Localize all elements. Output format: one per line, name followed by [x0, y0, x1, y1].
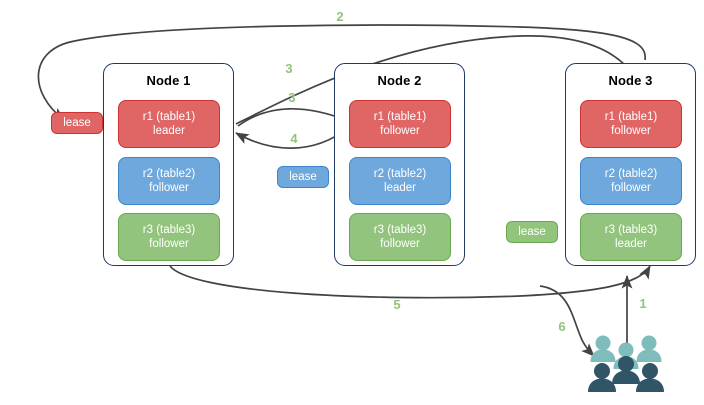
- replica-role: follower: [149, 182, 189, 194]
- arrow-step-3-to-node2: [237, 107, 349, 127]
- arrow-step-5: [169, 265, 651, 299]
- node-2-replica-r1[interactable]: r1 (table1) follower: [349, 100, 451, 148]
- replica-name: r1 (table1): [373, 110, 427, 123]
- replica-role: follower: [380, 238, 420, 250]
- replica-role: follower: [380, 125, 420, 137]
- replica-name: r3 (table3): [142, 223, 196, 236]
- node-2-title: Node 2: [377, 73, 422, 88]
- lease-badge-r1[interactable]: lease: [51, 112, 103, 134]
- lease-badge-r2[interactable]: lease: [277, 166, 329, 188]
- node-3-replica-r1[interactable]: r1 (table1) follower: [580, 100, 682, 148]
- replica-role: leader: [153, 125, 185, 137]
- replica-name: r2 (table2): [604, 167, 658, 180]
- node-1-replica-r3[interactable]: r3 (table3) follower: [118, 213, 220, 261]
- node-1: Node 1 r1 (table1) leader r2 (table2) fo…: [103, 63, 234, 266]
- replica-role: leader: [384, 182, 416, 194]
- node-1-replica-r1[interactable]: r1 (table1) leader: [118, 100, 220, 148]
- node-3-title: Node 3: [608, 73, 653, 88]
- step-label-4: 4: [290, 131, 298, 146]
- replica-name: r3 (table3): [373, 223, 427, 236]
- replica-name: r2 (table2): [142, 167, 196, 180]
- step-label-3-lower: 3: [288, 90, 296, 105]
- node-2: Node 2 r1 (table1) follower r2 (table2) …: [334, 63, 465, 266]
- step-label-5: 5: [393, 297, 401, 312]
- node-2-replica-r2[interactable]: r2 (table2) leader: [349, 157, 451, 205]
- replica-role: follower: [611, 182, 651, 194]
- replica-role: follower: [611, 125, 651, 137]
- step-label-6: 6: [558, 319, 566, 334]
- node-1-title: Node 1: [146, 73, 191, 88]
- replica-name: r3 (table3): [604, 223, 658, 236]
- replica-name: r2 (table2): [373, 167, 427, 180]
- node-3-replica-r3[interactable]: r3 (table3) leader: [580, 213, 682, 261]
- replica-name: r1 (table1): [142, 110, 196, 123]
- replica-role: leader: [615, 238, 647, 250]
- lease-badge-r3[interactable]: lease: [506, 221, 558, 243]
- node-3-replica-r2[interactable]: r2 (table2) follower: [580, 157, 682, 205]
- step-label-2: 2: [336, 9, 344, 24]
- node-3: Node 3 r1 (table1) follower r2 (table2) …: [565, 63, 696, 266]
- node-1-replica-r2[interactable]: r2 (table2) follower: [118, 157, 220, 205]
- replica-role: follower: [149, 238, 189, 250]
- users-group-icon: [588, 335, 664, 392]
- step-label-1: 1: [639, 296, 647, 311]
- replica-name: r1 (table1): [604, 110, 658, 123]
- step-label-3-upper: 3: [285, 61, 293, 76]
- node-2-replica-r3[interactable]: r3 (table3) follower: [349, 213, 451, 261]
